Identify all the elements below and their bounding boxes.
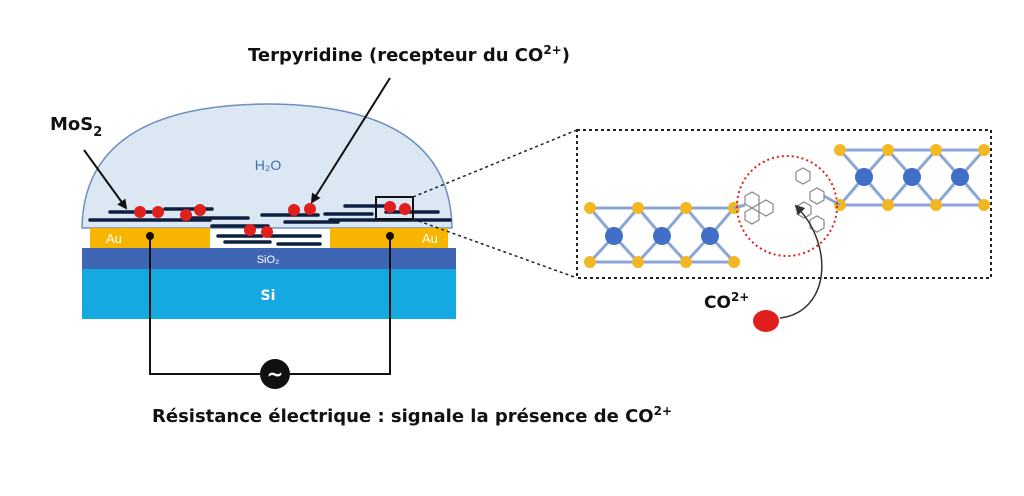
receptor-dot	[399, 203, 411, 215]
sulfur-atom	[632, 256, 644, 268]
si-layer	[82, 269, 456, 319]
molybdenum-atom	[653, 227, 671, 245]
molybdenum-atom	[855, 168, 873, 186]
molybdenum-atom	[605, 227, 623, 245]
receptor-dot	[288, 204, 300, 216]
sulfur-atom	[930, 199, 942, 211]
mos2-pointer-arrow	[83, 149, 128, 210]
sulfur-atom	[680, 256, 692, 268]
molybdenum-atom	[701, 227, 719, 245]
receptor-dot	[261, 226, 273, 238]
sulfur-atom	[978, 199, 990, 211]
receptor-dot	[384, 201, 396, 213]
receptor-pointer-arrow	[310, 77, 391, 204]
sulfur-atom	[584, 256, 596, 268]
water-droplet	[81, 103, 453, 229]
circuit-wire	[149, 236, 260, 375]
sulfur-atom	[632, 202, 644, 214]
gold-label-right: Au	[422, 231, 438, 246]
lattice-bond	[733, 203, 746, 210]
receptor-molecules	[134, 201, 411, 238]
receptor-dot	[244, 224, 256, 236]
zoom-projection-top	[412, 129, 578, 198]
sio2-label: SiO₂	[257, 254, 280, 266]
ion-binding-arrow	[779, 204, 823, 319]
receptor-label: Terpyridine (recepteur du CO2+)	[248, 43, 570, 66]
molybdenum-atom	[903, 168, 921, 186]
sulfur-atom	[882, 199, 894, 211]
molybdenum-atom	[951, 168, 969, 186]
sulfur-atom	[680, 202, 692, 214]
sio2-layer	[82, 248, 456, 269]
sulfur-atom	[882, 144, 894, 156]
receptor-dot	[194, 204, 206, 216]
ac-source-icon	[260, 359, 290, 389]
zoom-projection-bottom	[412, 218, 578, 279]
zoom-source-box	[375, 196, 414, 220]
ac-source-symbol: ~	[267, 362, 284, 386]
ion-label: CO2+	[704, 290, 749, 313]
water-label: H₂O	[255, 157, 282, 173]
receptor-dot	[180, 209, 192, 221]
mos2-label: MoS2	[50, 114, 102, 140]
sulfur-atom	[728, 256, 740, 268]
receptor-dot	[134, 206, 146, 218]
resistance-caption: Résistance électrique : signale la prése…	[152, 404, 672, 427]
circuit-wire	[290, 236, 391, 375]
metal-ion-icon	[753, 310, 779, 332]
gold-label-left: Au	[106, 231, 122, 246]
sulfur-atom	[834, 144, 846, 156]
mos2-lattice	[584, 144, 990, 268]
sulfur-atom	[930, 144, 942, 156]
sulfur-atom	[584, 202, 596, 214]
receptor-dot	[304, 203, 316, 215]
sulfur-atom	[978, 144, 990, 156]
binding-site-circle	[736, 155, 838, 257]
si-label: Si	[261, 288, 276, 304]
receptor-dot	[152, 206, 164, 218]
